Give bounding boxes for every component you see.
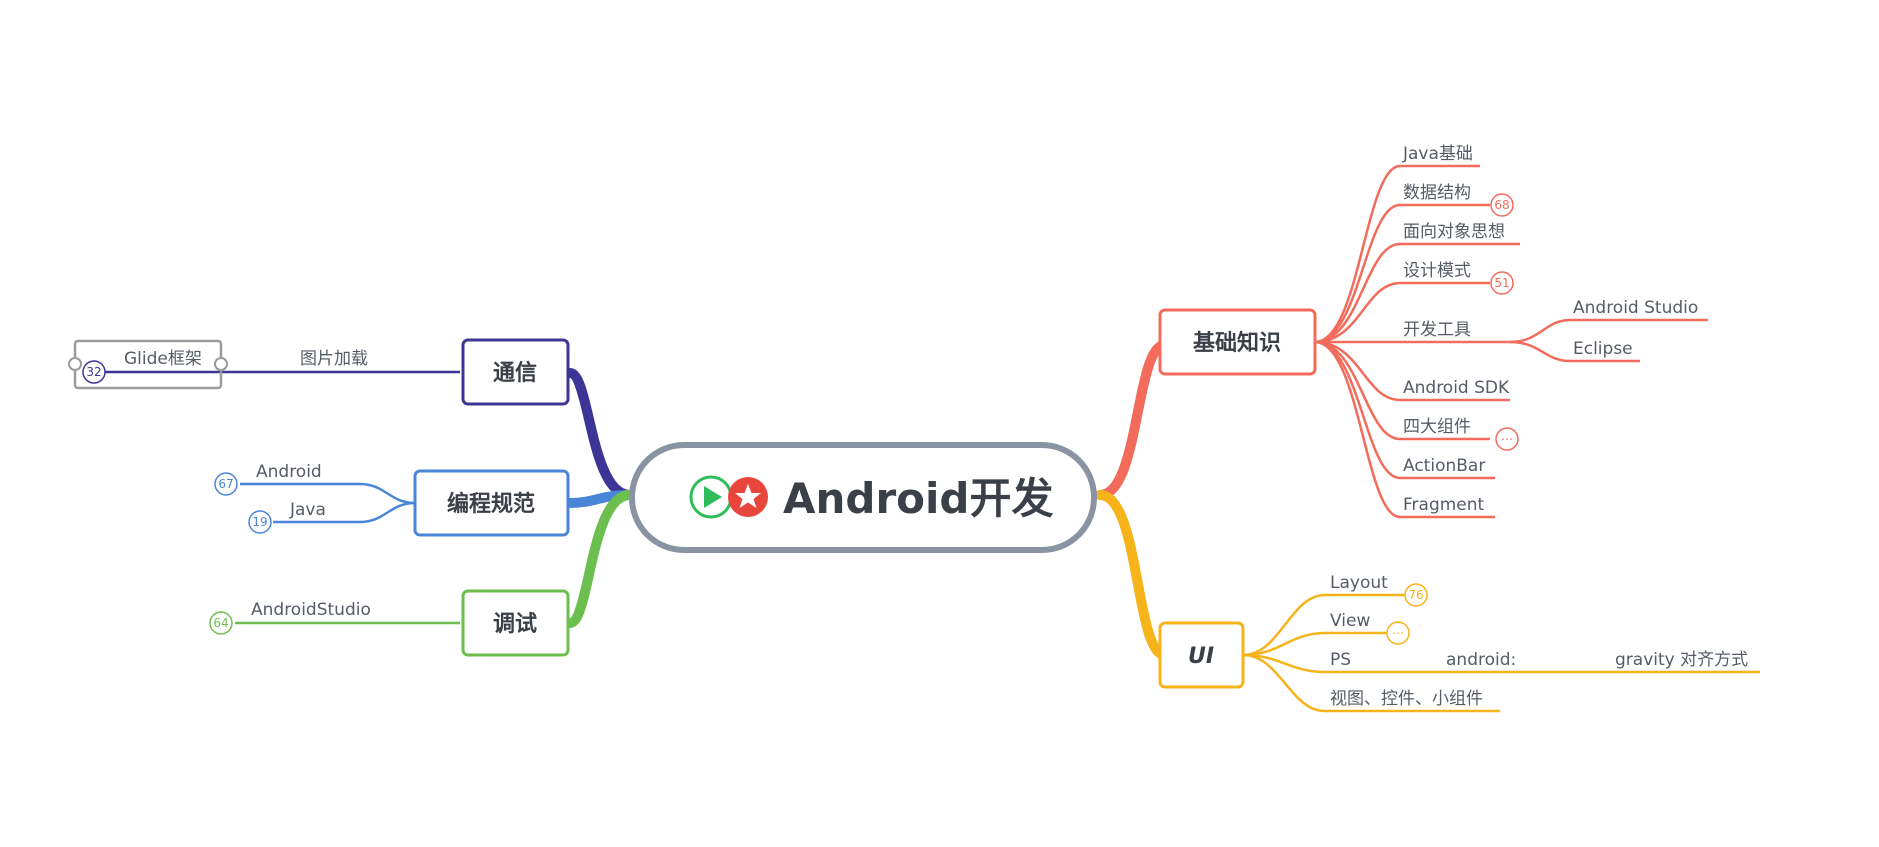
- connector-debug: [565, 490, 635, 628]
- subtopic-android-studio[interactable]: Android Studio: [1573, 298, 1698, 318]
- subtopic-glide: Glide框架: [124, 349, 202, 369]
- svg-text:⋯: ⋯: [1501, 432, 1513, 446]
- basics-subtopics: Java基础 数据结构 面向对象思想 设计模式 开发工具 Android Stu…: [1402, 144, 1698, 515]
- left-connectors: [105, 370, 460, 625]
- subtopic-layout[interactable]: Layout: [1330, 573, 1388, 593]
- collapse-four-components-icon[interactable]: ⋯: [1495, 427, 1519, 451]
- subtopic-data-structures[interactable]: 数据结构: [1403, 183, 1471, 203]
- topic-basics-label: 基础知识: [1193, 330, 1281, 356]
- svg-text:⋯: ⋯: [1392, 626, 1404, 640]
- topic-basics[interactable]: 基础知识: [1158, 308, 1317, 376]
- collapse-view-icon[interactable]: ⋯: [1386, 621, 1410, 645]
- svg-text:67: 67: [218, 477, 233, 491]
- topic-ui[interactable]: UI: [1158, 621, 1245, 689]
- badge-layout[interactable]: 76: [1404, 583, 1428, 607]
- ui-connectors: [1242, 593, 1760, 713]
- star-icon: [728, 477, 768, 517]
- glide-framework-node[interactable]: Glide框架: [68, 339, 228, 390]
- frame-handle-left[interactable]: [68, 357, 82, 371]
- svg-text:68: 68: [1494, 198, 1509, 212]
- subtopic-image-loading[interactable]: 图片加载: [300, 349, 368, 369]
- root-connectors: [565, 340, 1170, 660]
- subtopic-views-widgets[interactable]: 视图、控件、小组件: [1330, 689, 1483, 709]
- subtopic-android-style[interactable]: Android: [256, 462, 322, 482]
- svg-text:51: 51: [1494, 276, 1509, 290]
- badge-java-style[interactable]: 19: [248, 510, 272, 534]
- badge-android-style[interactable]: 67: [214, 472, 238, 496]
- badge-debug[interactable]: 64: [209, 611, 233, 635]
- connector-ui: [1095, 490, 1170, 660]
- topic-ui-label: UI: [1188, 644, 1214, 669]
- basics-connectors: [1314, 164, 1708, 519]
- subtopic-android-attr[interactable]: android:: [1446, 650, 1516, 670]
- subtopic-ps[interactable]: PS: [1330, 650, 1351, 670]
- badge-glide[interactable]: 32: [82, 360, 106, 384]
- topic-coding-label: 编程规范: [447, 491, 535, 517]
- topic-debug-label: 调试: [493, 612, 537, 637]
- topic-comm[interactable]: 通信: [461, 338, 570, 406]
- connector-basics: [1095, 340, 1170, 500]
- svg-text:32: 32: [86, 365, 101, 379]
- svg-text:76: 76: [1408, 588, 1423, 602]
- badge-design-patterns[interactable]: 51: [1490, 271, 1514, 295]
- connector-comm: [565, 368, 635, 500]
- play-icon: [689, 475, 733, 519]
- subtopic-eclipse[interactable]: Eclipse: [1573, 339, 1633, 359]
- subtopic-java-style[interactable]: Java: [289, 500, 326, 520]
- svg-text:19: 19: [252, 515, 267, 529]
- topic-debug[interactable]: 调试: [461, 589, 570, 657]
- subtopic-android-sdk[interactable]: Android SDK: [1403, 378, 1510, 398]
- badge-data-structures[interactable]: 68: [1490, 193, 1514, 217]
- root-topic-frame: [629, 442, 1097, 553]
- subtopic-four-components[interactable]: 四大组件: [1403, 417, 1471, 437]
- topic-coding[interactable]: 编程规范: [413, 469, 570, 537]
- root-topic[interactable]: Android开发: [629, 442, 1097, 553]
- subtopic-gravity[interactable]: gravity 对齐方式: [1615, 650, 1748, 670]
- root-title: Android开发: [783, 474, 1054, 523]
- subtopic-design-patterns[interactable]: 设计模式: [1403, 261, 1471, 281]
- svg-text:64: 64: [213, 616, 228, 630]
- ui-subtopics: Layout View PS android: gravity 对齐方式 视图、…: [1330, 573, 1748, 709]
- subtopic-oop[interactable]: 面向对象思想: [1403, 222, 1505, 242]
- frame-handle-right[interactable]: [214, 357, 228, 371]
- subtopic-dev-tools[interactable]: 开发工具: [1403, 320, 1471, 340]
- subtopic-actionbar[interactable]: ActionBar: [1403, 456, 1485, 476]
- subtopic-view[interactable]: View: [1330, 611, 1370, 631]
- subtopic-fragment[interactable]: Fragment: [1403, 495, 1485, 515]
- topic-comm-label: 通信: [493, 360, 537, 386]
- subtopic-androidstudio-debug[interactable]: AndroidStudio: [251, 600, 371, 620]
- subtopic-java-basics[interactable]: Java基础: [1402, 144, 1473, 164]
